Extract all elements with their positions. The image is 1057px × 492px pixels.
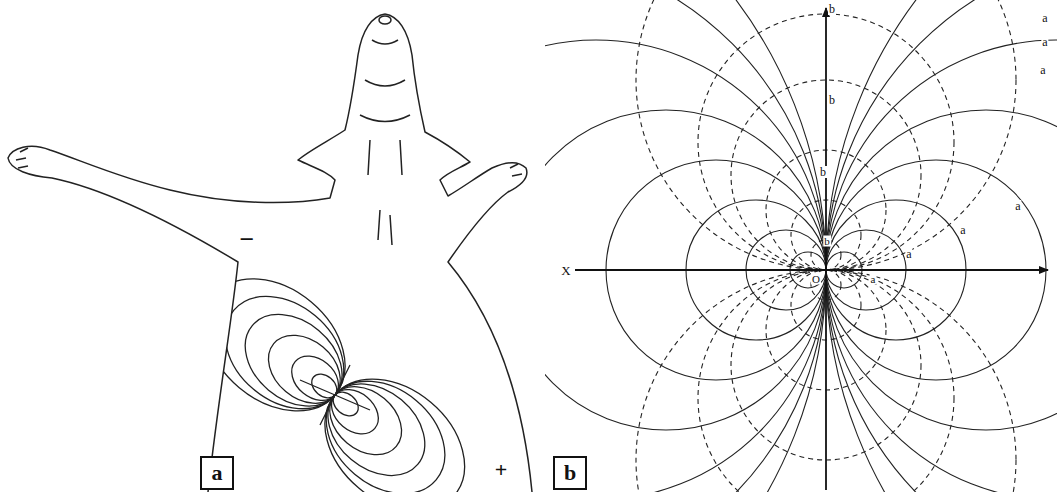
panel-letter: a [212,462,223,484]
curve-label: X [560,264,571,277]
field-lines [545,0,1057,492]
curve-label: b [828,94,836,106]
panel-label-box: a [200,456,234,490]
curve-label: b [823,236,831,247]
curve-label: a [1039,64,1046,76]
panel-label-box: b [553,456,587,490]
curve-label: a [1041,12,1048,24]
solid-lines [545,0,1057,492]
polarity-sign: + [495,459,508,481]
curve-label: a [1014,200,1021,212]
dog-outline [8,14,532,492]
curve-label: a [905,248,912,260]
curve-label: O [811,274,821,285]
dashed-lines [636,0,1016,492]
axes [575,8,1048,490]
curve-label: a [1041,36,1048,48]
isopotential-lines [180,252,491,492]
curve-label: b [819,166,827,178]
curve-label: a [959,224,966,236]
polarity-sign: − [240,227,255,253]
curve-label: b [828,3,836,15]
panel-letter: b [564,462,576,484]
curve-label: a [870,274,877,285]
